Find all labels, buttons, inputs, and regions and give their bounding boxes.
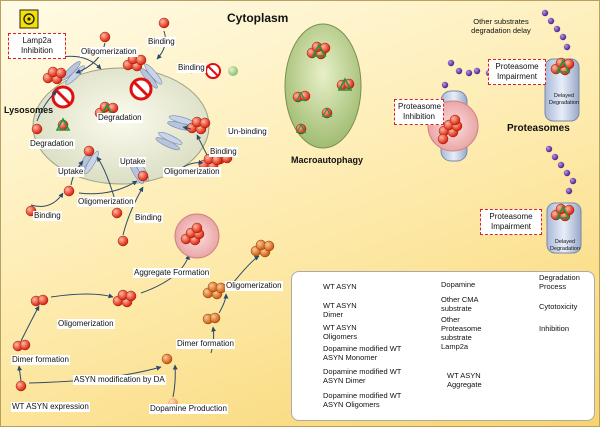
label-oligomerization-5: Oligomerization	[57, 319, 115, 329]
proteasome-impairment-box-bottom: Proteasome Impairment	[480, 209, 542, 235]
label-binding-5: Binding	[134, 213, 163, 223]
label-dimer-formation-1: Dimer formation	[176, 339, 235, 349]
legend-other-proteasome: Other Proteasome substrate	[441, 315, 482, 342]
legend-lamp2a: Lamp2a	[441, 342, 469, 351]
cytoplasm-title: Cytoplasm	[227, 11, 289, 25]
label-wt-expression: WT ASYN expression	[11, 402, 90, 412]
legend-cytotoxicity: Cytotoxicity	[539, 302, 578, 311]
legend-dopamine: Dopamine	[441, 280, 476, 289]
legend-aggregate: WT ASYN Aggregate	[447, 371, 482, 389]
label-oligomerization-1: Oligomerization	[80, 47, 138, 57]
label-oligomerization-4: Oligomerization	[225, 281, 283, 291]
legend-wt-oligomers: WT ASYN Oligomers	[323, 323, 358, 341]
label-dopamine-production: Dopamine Production	[149, 404, 228, 414]
label-binding-2: Binding	[177, 63, 206, 73]
label-asyn-modification: ASYN modification by DA	[73, 375, 166, 385]
delayed-degradation-top: Delayed Degradation	[549, 93, 579, 106]
legend	[291, 271, 595, 421]
legend-wt-asyn: WT ASYN	[323, 282, 357, 291]
label-oligomerization-2: Oligomerization	[163, 167, 221, 177]
delayed-degradation-bottom: Delayed Degradation	[550, 239, 580, 252]
legend-other-cma: Other CMA substrate	[441, 295, 479, 313]
proteasome-inhibition-box: Proteasome Inhibition	[394, 99, 444, 125]
macroautophagy-title: Macroautophagy	[291, 155, 364, 165]
legend-da-oligomers: Dopamine modified WT ASYN Oligomers	[323, 391, 402, 409]
legend-wt-dimer: WT ASYN Dimer	[323, 301, 357, 319]
label-degradation-1: Degradation	[97, 113, 143, 123]
label-binding-4: Binding	[33, 211, 62, 221]
legend-da-dimer: Dopamine modified WT ASYN Dimer	[323, 367, 402, 385]
label-uptake-1: Uptake	[119, 157, 147, 167]
label-binding-1: Binding	[147, 37, 176, 47]
label-dimer-formation-2: Dimer formation	[11, 355, 70, 365]
legend-inhibition: Inhibition	[539, 324, 570, 333]
label-uptake-2: Uptake	[57, 167, 85, 177]
label-oligomerization-3: Oligomerization	[77, 197, 135, 207]
label-unbinding: Un-binding	[227, 127, 268, 137]
other-substrates-note: Other substrates degradation delay	[471, 17, 531, 35]
legend-da-monomer: Dopamine modified WT ASYN Monomer	[323, 344, 402, 362]
legend-degradation-process: Degradation Process	[539, 273, 580, 291]
proteasome-impairment-box-top: Proteasome Impairment	[488, 59, 546, 85]
lamp2a-inhibition-box: Lamp2a Inhibition	[8, 33, 66, 59]
label-aggregate-formation: Aggregate Formation	[133, 268, 211, 278]
label-binding-3: Binding	[209, 147, 238, 157]
label-degradation-2: Degradation	[29, 139, 75, 149]
proteasomes-title: Proteasomes	[507, 123, 570, 134]
lysosomes-title: Lysosomes	[4, 105, 54, 115]
